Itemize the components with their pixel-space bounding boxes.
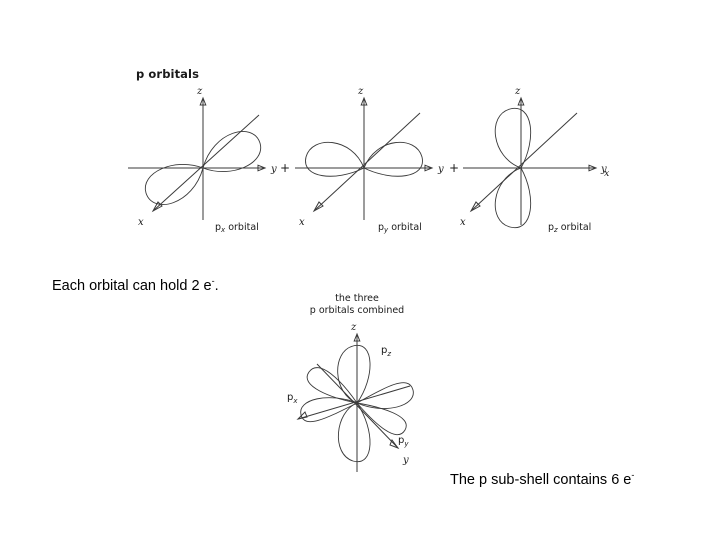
- pz-lobe-lower: [494, 167, 532, 229]
- combined-lobe-py-up: [306, 367, 359, 404]
- px-axis-label-z: z: [196, 86, 203, 97]
- combined-z-axis-arrowhead: [353, 332, 361, 342]
- pz-caption-tail: orbital: [557, 222, 592, 233]
- py-orbital-diagram: y z x: [292, 85, 452, 235]
- py-axis-label-y: y: [437, 164, 444, 175]
- pz-z-axis-arrowhead: [517, 96, 525, 106]
- combined-lobe-px-left: [300, 397, 359, 423]
- py-x-axis-arrowhead: [312, 201, 324, 213]
- pz-orbital-caption: pz orbital: [548, 222, 591, 234]
- pz-lobe-upper: [494, 107, 532, 169]
- line1-text: Each orbital can hold 2 e: [52, 278, 212, 294]
- combined-lobe-pz-up: [337, 345, 371, 404]
- combined-py-axis-arrowhead: [389, 438, 400, 450]
- py-z-axis-arrowhead: [360, 96, 368, 106]
- pz-axis-label-x: x: [460, 217, 466, 228]
- combined-py-axis: [316, 363, 399, 449]
- combined-label-px-symbol: p: [287, 392, 293, 403]
- line1-period: .: [214, 278, 219, 294]
- combined-label-px: px: [287, 392, 298, 405]
- combined-title-line-2: p orbitals combined: [309, 305, 405, 316]
- figure-heading: p orbitals: [136, 67, 200, 81]
- px-z-axis-arrowhead: [199, 96, 207, 106]
- combined-label-pz-symbol: p: [381, 345, 387, 356]
- combined-p-orbitals-diagram: z y pz px py: [285, 320, 455, 475]
- combined-label-pz-subscript: z: [386, 350, 391, 358]
- px-axis-label-x: x: [138, 217, 144, 228]
- combined-axis-label-y: y: [402, 455, 409, 466]
- pz-axis-label-z: z: [514, 86, 521, 97]
- pz-axis-label-y: y: [600, 164, 607, 175]
- pz-caption-subscript: z: [554, 226, 558, 234]
- py-caption-tail: orbital: [388, 222, 422, 233]
- plus-sign-1: +: [280, 161, 291, 175]
- px-orbital-caption: px orbital: [215, 222, 259, 234]
- py-axis-label-z: z: [357, 86, 364, 97]
- py-orbital-caption: py orbital: [378, 222, 422, 234]
- px-caption-symbol: p: [215, 222, 222, 233]
- stray-x-axis-label: x: [604, 168, 610, 179]
- px-orbital-diagram: y z x: [125, 85, 285, 235]
- py-caption-symbol: p: [378, 222, 385, 233]
- combined-label-py-subscript: y: [403, 440, 409, 448]
- text-each-orbital-holds-two-electrons: Each orbital can hold 2 e-.: [52, 276, 219, 294]
- combined-axis-label-z: z: [350, 322, 357, 333]
- px-caption-subscript: x: [221, 226, 226, 234]
- line1-superscript-minus: -: [211, 276, 215, 287]
- combined-lobe-py-down: [355, 402, 407, 436]
- combined-lobe-pz-down: [338, 402, 371, 463]
- px-axis-label-y: y: [270, 164, 277, 175]
- py-y-axis-arrowhead: [424, 164, 434, 172]
- px-caption-tail: orbital: [225, 222, 259, 233]
- plus-sign-2: +: [449, 161, 460, 175]
- py-axis-label-x: x: [299, 217, 305, 228]
- combined-diagram-title: the three p orbitals combined: [297, 293, 417, 317]
- line2-text: The p sub-shell contains 6 e: [450, 472, 632, 488]
- combined-label-px-subscript: x: [292, 397, 298, 405]
- combined-title-line-1: the three: [335, 293, 379, 304]
- combined-label-py-symbol: p: [398, 435, 404, 446]
- px-x-axis: [152, 114, 260, 212]
- py-lobe-left: [305, 141, 365, 177]
- text-p-subshell-contains-six-electrons: The p sub-shell contains 6 e-: [450, 470, 635, 488]
- py-caption-subscript: y: [384, 226, 389, 234]
- combined-label-pz: pz: [381, 345, 391, 358]
- pz-x-axis-arrowhead: [469, 201, 481, 213]
- px-lobe-lower: [144, 164, 204, 205]
- combined-label-py: py: [398, 435, 409, 448]
- pz-caption-symbol: p: [548, 222, 555, 233]
- line2-superscript-minus: -: [631, 470, 635, 481]
- px-lobe-upper: [202, 131, 262, 172]
- pz-orbital-diagram: y z x: [460, 85, 620, 235]
- py-lobe-right: [363, 141, 423, 177]
- px-y-axis-arrowhead: [257, 164, 267, 172]
- pz-y-axis-arrowhead: [588, 164, 598, 172]
